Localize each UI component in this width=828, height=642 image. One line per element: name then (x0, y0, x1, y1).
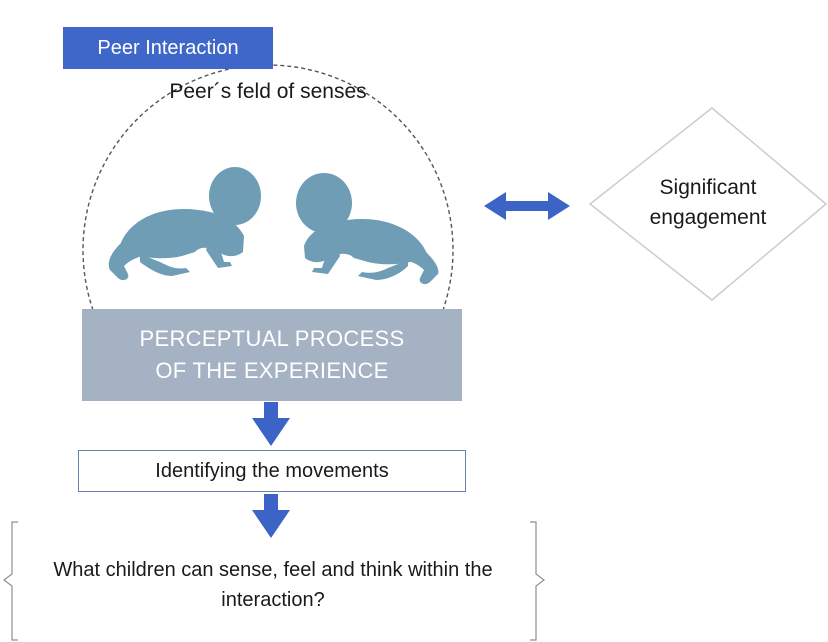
perceptual-process-text: PERCEPTUAL PROCESS OF THE EXPERIENCE (139, 326, 405, 383)
down-arrow-icon-2 (252, 494, 290, 538)
significant-engagement-box: Significant engagement (610, 168, 806, 238)
question-bracket-right (530, 521, 545, 641)
peer-interaction-tag: Peer Interaction (63, 27, 273, 69)
question-box: What children can sense, feel and think … (18, 545, 528, 625)
significant-engagement-text: Significant engagement (649, 176, 767, 229)
double-arrow-icon (484, 192, 570, 220)
crawling-baby-right-icon (296, 173, 439, 285)
identifying-movements-box: Identifying the movements (78, 450, 466, 492)
engagement-diamond (588, 107, 828, 301)
crawling-baby-left-icon (108, 167, 261, 281)
identifying-movements-text: Identifying the movements (155, 459, 389, 482)
perceptual-process-box: PERCEPTUAL PROCESS OF THE EXPERIENCE (82, 309, 462, 401)
down-arrow-icon-1 (252, 402, 290, 446)
question-text: What children can sense, feel and think … (53, 559, 493, 611)
question-bracket-left (3, 521, 18, 641)
peer-field-label: Peer´s feld of senses (169, 80, 367, 103)
